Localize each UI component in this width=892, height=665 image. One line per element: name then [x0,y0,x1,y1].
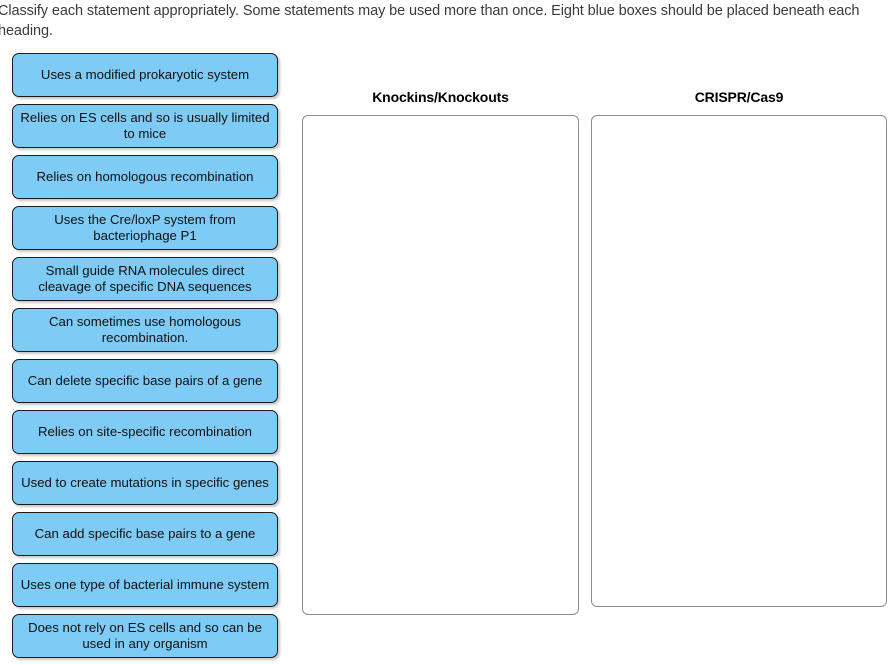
statement-tile[interactable]: Used to create mutations in specific gen… [12,461,278,505]
statement-tile[interactable]: Uses the Cre/loxP system from bacterioph… [12,206,278,250]
statement-tile[interactable]: Does not rely on ES cells and so can be … [12,614,278,658]
statement-tile-label: Uses a modified prokaryotic system [40,66,250,82]
drop-zone-knockins-knockouts[interactable] [302,115,579,615]
category-column-knockins-knockouts: Knockins/Knockouts [302,88,579,615]
statement-tile-label: Relies on homologous recombination [36,168,254,184]
statement-tile[interactable]: Can delete specific base pairs of a gene [12,359,278,403]
statement-tile-label: Relies on site-specific recombination [37,423,253,439]
drop-zone-crispr-cas9[interactable] [591,115,887,607]
statement-tile-column: Uses a modified prokaryotic system Relie… [12,53,278,665]
statement-tile-label: Can sometimes use homologous recombinati… [48,313,242,346]
statement-tile[interactable]: Relies on homologous recombination [12,155,278,199]
statement-tile-label: Uses one type of bacterial immune system [20,576,270,592]
statement-tile-label: Small guide RNA molecules direct cleavag… [38,262,252,295]
statement-tile-label: Does not rely on ES cells and so can be … [28,619,262,652]
statement-tile[interactable]: Uses one type of bacterial immune system [12,563,278,607]
statement-tile[interactable]: Can sometimes use homologous recombinati… [12,308,278,352]
instruction-text: Classify each statement appropriately. S… [0,3,860,39]
statement-tile-label: Uses the Cre/loxP system from bacterioph… [54,211,236,244]
statement-tile-label: Relies on ES cells and so is usually lim… [20,109,270,142]
statement-tile[interactable]: Uses a modified prokaryotic system [12,53,278,97]
statement-tile[interactable]: Relies on site-specific recombination [12,410,278,454]
statement-tile-label: Can add specific base pairs to a gene [34,525,256,541]
statement-tile-label: Can delete specific base pairs of a gene [27,372,263,388]
statement-tile[interactable]: Can add specific base pairs to a gene [12,512,278,556]
category-column-crispr-cas9: CRISPR/Cas9 [591,88,887,607]
statement-tile[interactable]: Relies on ES cells and so is usually lim… [12,104,278,148]
category-heading: Knockins/Knockouts [372,89,509,105]
statement-tile-label: Used to create mutations in specific gen… [21,474,269,490]
category-heading: CRISPR/Cas9 [694,89,784,105]
statement-tile[interactable]: Small guide RNA molecules direct cleavag… [12,257,278,301]
